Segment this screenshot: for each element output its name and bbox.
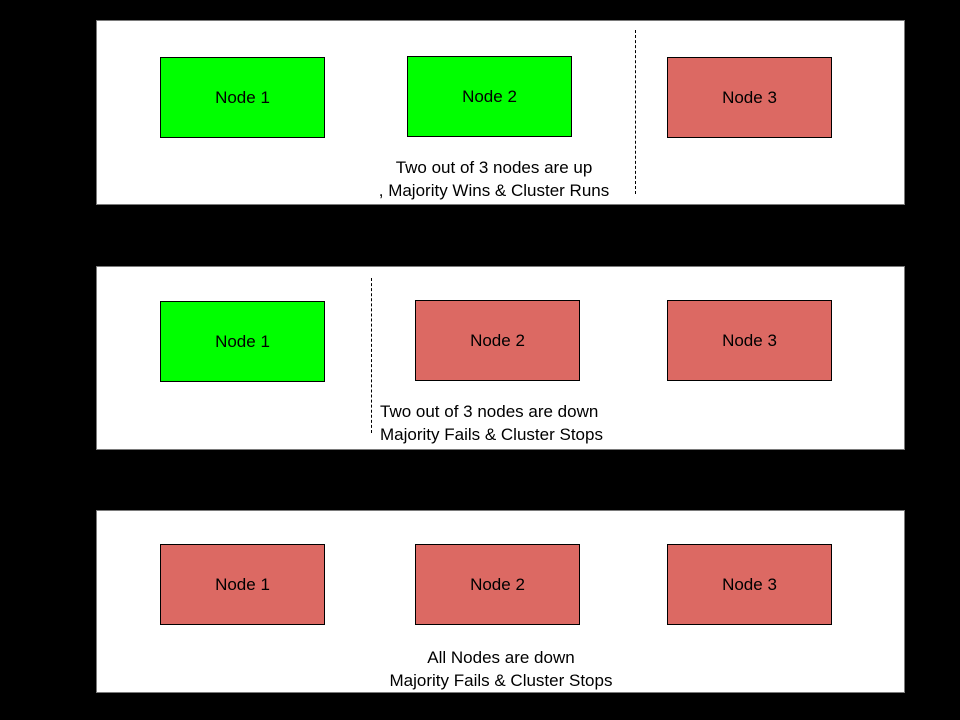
- scenario-caption: All Nodes are down Majority Fails & Clus…: [301, 646, 701, 692]
- node-2-label: Node 2: [470, 574, 525, 594]
- caption-line-1: Two out of 3 nodes are down: [380, 402, 599, 421]
- node-1-box: Node 1: [160, 301, 325, 382]
- node-2-label: Node 2: [462, 86, 517, 106]
- caption-line-2: Majority Fails & Cluster Stops: [389, 671, 613, 690]
- caption-line-1: All Nodes are down: [427, 648, 575, 667]
- node-2-box: Node 2: [415, 300, 580, 381]
- caption-line-2: , Majority Wins & Cluster Runs: [378, 181, 610, 200]
- scenario-panel-majority-up: Node 1 Node 2 Node 3 Two out of 3 nodes …: [96, 20, 905, 205]
- caption-line-1: Two out of 3 nodes are up: [395, 158, 593, 177]
- node-3-label: Node 3: [722, 330, 777, 350]
- node-3-box: Node 3: [667, 57, 832, 138]
- node-2-label: Node 2: [470, 330, 525, 350]
- scenario-caption: Two out of 3 nodes are up , Majority Win…: [298, 156, 690, 202]
- node-1-label: Node 1: [215, 87, 270, 107]
- caption-line-2: Majority Fails & Cluster Stops: [380, 425, 603, 444]
- node-1-box: Node 1: [160, 57, 325, 138]
- node-3-label: Node 3: [722, 574, 777, 594]
- network-partition-divider: [371, 278, 372, 433]
- network-partition-divider: [635, 30, 636, 194]
- node-3-box: Node 3: [667, 544, 832, 625]
- node-1-box: Node 1: [160, 544, 325, 625]
- scenario-panel-all-down: Node 1 Node 2 Node 3 All Nodes are down …: [96, 510, 905, 693]
- node-3-box: Node 3: [667, 300, 832, 381]
- node-3-label: Node 3: [722, 87, 777, 107]
- scenario-panel-majority-down: Node 1 Node 2 Node 3 Two out of 3 nodes …: [96, 266, 905, 450]
- node-2-box: Node 2: [415, 544, 580, 625]
- scenario-caption: Two out of 3 nodes are down Majority Fai…: [380, 400, 710, 446]
- node-2-box: Node 2: [407, 56, 572, 137]
- node-1-label: Node 1: [215, 331, 270, 351]
- node-1-label: Node 1: [215, 574, 270, 594]
